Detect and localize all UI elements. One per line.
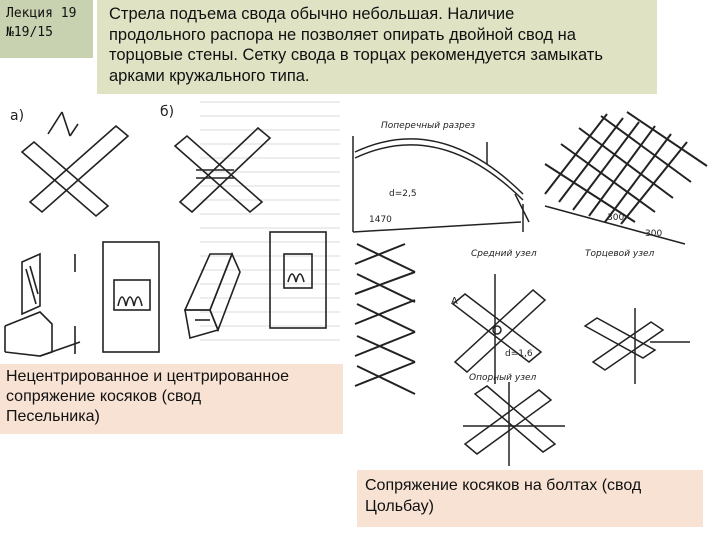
peselnik-joint-drawing: а) б) <box>4 101 340 357</box>
caption-left-line-3: Песельника) <box>6 408 100 425</box>
figure-label-a: а) <box>10 108 24 124</box>
figure-label-b: б) <box>160 104 174 120</box>
caption-right-line-1: Сопряжение косяков на болтах (свод <box>365 477 642 494</box>
slide-header-text: Стрела подъема свода обычно небольшая. Н… <box>97 0 657 94</box>
end-node-label: Торцевой узел <box>585 249 655 259</box>
rise-label: d=2,5 <box>389 189 417 199</box>
section-mark-a: A <box>451 296 458 307</box>
caption-left-line-2: сопряжение косяков (свод <box>6 388 202 405</box>
header-line-3: торцовые стены. Сетку свода в торцах рек… <box>109 46 603 64</box>
header-line-2: продольного распора не позволяет опирать… <box>109 25 576 44</box>
caption-right-line-2: Цольбау) <box>365 498 434 515</box>
header-line-4: арками кружального типа. <box>109 66 310 85</box>
bolt-diameter-label: d=1,6 <box>505 349 533 359</box>
middle-node-label: Средний узел <box>471 249 537 259</box>
lecture-number-box: Лекция 19 №19/15 <box>0 0 93 58</box>
header-line-1: Стрела подъема свода обычно небольшая. Н… <box>109 5 515 23</box>
caption-left-line-1: Нецентрированное и центрированное <box>6 368 290 385</box>
dimension-300-a: 300 <box>607 213 624 223</box>
peselnik-caption: Нецентрированное и центрированное сопряж… <box>0 364 343 434</box>
dimension-300-b: 300 <box>645 229 662 239</box>
zollbau-vault-drawing: Поперечный разрез 1470 d=2,5 300 300 Сре… <box>352 111 708 466</box>
section-title: Поперечный разрез <box>381 121 475 131</box>
lecture-code: №19/15 <box>6 25 53 40</box>
zollbau-caption: Сопряжение косяков на болтах (свод Цольб… <box>357 470 703 527</box>
lecture-title: Лекция 19 <box>6 6 77 21</box>
span-dimension: 1470 <box>369 215 392 225</box>
support-node-label: Опорный узел <box>469 373 537 383</box>
